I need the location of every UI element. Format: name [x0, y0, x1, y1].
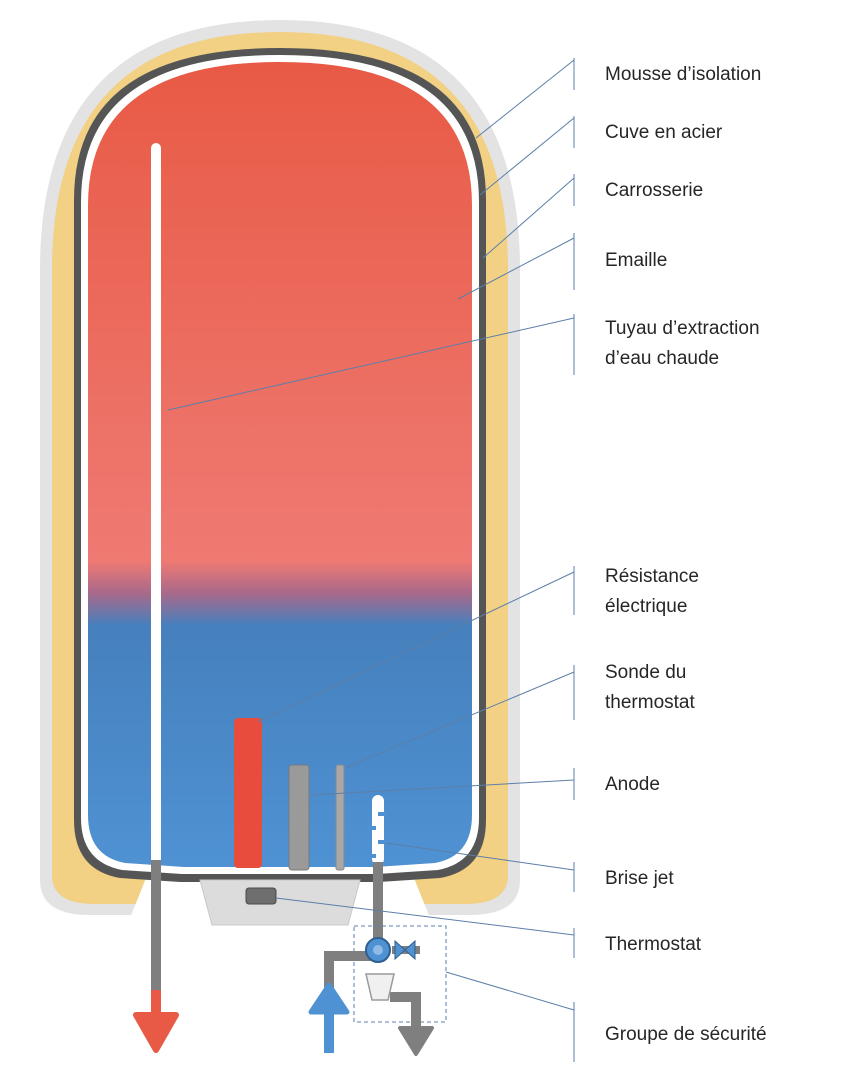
- cold-water-inlet-arrow: [308, 982, 350, 1015]
- label-thermostat-probe-line2: thermostat: [605, 692, 695, 713]
- cold-water-inlet-arrow-shaft: [324, 1005, 334, 1053]
- cold-water-inlet-pipe: [373, 862, 383, 947]
- hot-water-outlet-arrow-shaft: [151, 990, 161, 1020]
- hot-water-outlet-arrow: [133, 1012, 179, 1053]
- heating-element: [234, 718, 262, 868]
- safety-group-frame: [353, 925, 447, 1023]
- thermostat-unit: [245, 887, 277, 905]
- thermostat-housing: [199, 879, 361, 926]
- label-heating-element-line1: Résistance: [605, 566, 699, 587]
- hot-water-pipe: [151, 143, 161, 865]
- label-hot-water-pipe-line2: d’eau chaude: [605, 348, 719, 369]
- label-jet-breaker: Brise jet: [605, 868, 674, 889]
- label-enamel: Emaille: [605, 250, 667, 271]
- anode-rod: [288, 764, 310, 871]
- label-hot-water-pipe-line1: Tuyau d’extraction: [605, 318, 760, 339]
- label-thermostat: Thermostat: [605, 934, 702, 955]
- label-thermostat-probe-line1: Sonde du: [605, 662, 686, 683]
- hot-water-outlet-pipe: [151, 860, 161, 1025]
- label-steel-tank: Cuve en acier: [605, 122, 723, 143]
- leader-lines: [167, 59, 575, 1011]
- label-anode: Anode: [605, 774, 660, 795]
- label-insulation-foam: Mousse d’isolation: [605, 64, 761, 85]
- jet-breaker: [368, 795, 386, 865]
- water-volume: [88, 62, 472, 867]
- label-heating-element-line2: électrique: [605, 596, 687, 617]
- label-safety-group: Groupe de sécurité: [605, 1024, 767, 1045]
- thermostat-probe: [335, 764, 345, 871]
- label-casing: Carrosserie: [605, 180, 703, 201]
- safety-group: [324, 937, 434, 1056]
